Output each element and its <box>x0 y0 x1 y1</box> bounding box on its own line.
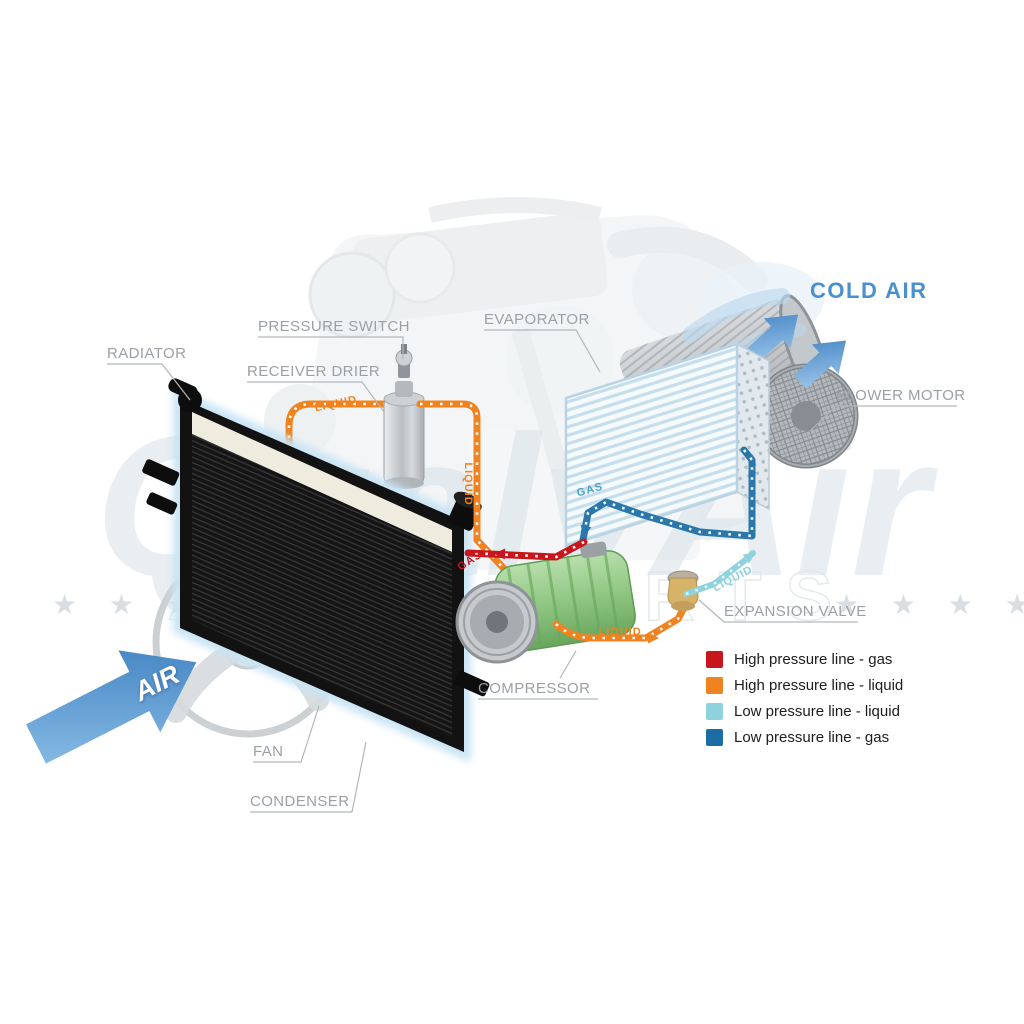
leader-compressor <box>478 650 598 700</box>
legend-item-low-pressure-gas: Low pressure line - gas <box>706 729 903 746</box>
label-fan: FAN <box>253 743 284 760</box>
legend-swatch-high-pressure-gas <box>706 651 723 668</box>
label-pressure-switch: PRESSURE SWITCH <box>258 318 410 335</box>
legend-swatch-low-pressure-gas <box>706 729 723 746</box>
cold-air-arrow-icon <box>793 340 847 389</box>
flow-arrow-icon <box>742 552 756 564</box>
air-arrow <box>26 650 197 764</box>
label-expansion-valve: EXPANSION VALVE <box>724 603 867 620</box>
label-radiator: RADIATOR <box>107 345 187 362</box>
flow-label-liquid-drier-down: LIQUID <box>462 462 474 506</box>
condenser-bracket <box>146 492 178 515</box>
flow-arrow-icon <box>494 548 506 560</box>
legend-item-high-pressure-gas: High pressure line - gas <box>706 651 903 668</box>
receiver-drier-illustration <box>383 381 425 489</box>
air-arrow-icon <box>26 650 197 764</box>
label-leader-lines <box>107 329 957 813</box>
pipe-high-pressure-gas <box>464 538 588 561</box>
expansion-valve-illustration <box>667 570 699 611</box>
legend-label-high-pressure-liquid: High pressure line - liquid <box>734 677 904 694</box>
cold-air-arrows <box>745 314 847 389</box>
cold-air-arrow-icon <box>745 314 799 363</box>
pipe-high-pressure-liquid-a <box>285 400 390 472</box>
legend-label-low-pressure-gas: Low pressure line - gas <box>734 729 890 746</box>
leader-radiator <box>107 363 191 401</box>
leader-pressure-switch <box>258 336 404 359</box>
label-receiver-drier: RECEIVER DRIER <box>247 363 381 380</box>
condenser-bracket <box>142 459 180 486</box>
label-condenser: CONDENSER <box>250 793 350 810</box>
flow-arrow-icon <box>580 524 592 537</box>
legend-swatch-low-pressure-liquid <box>706 703 723 720</box>
flow-label-liquid-to-expansion-valve: LIQUID <box>598 626 642 638</box>
label-evaporator: EVAPORATOR <box>484 311 590 328</box>
condenser-bracket <box>454 670 490 697</box>
legend-label-low-pressure-liquid: Low pressure line - liquid <box>734 703 900 720</box>
evaporator-illustration <box>564 342 770 548</box>
label-blower-motor: BLOWER MOTOR <box>836 387 966 404</box>
flow-arrow-icon <box>648 632 659 644</box>
leader-condenser <box>250 741 367 813</box>
leader-evaporator <box>484 329 601 373</box>
leader-fan <box>253 705 320 763</box>
pipe-low-pressure-gas <box>579 446 756 544</box>
legend-item-low-pressure-liquid: Low pressure line - liquid <box>706 703 903 720</box>
pipe-high-pressure-liquid-b1 <box>416 400 560 628</box>
legend: High pressure line - gas High pressure l… <box>706 651 903 746</box>
legend-item-high-pressure-liquid: High pressure line - liquid <box>706 677 903 694</box>
pipe-high-pressure-liquid-b2 <box>552 600 690 644</box>
label-cold-air: COLD AIR <box>810 278 928 303</box>
legend-swatch-high-pressure-liquid <box>706 677 723 694</box>
pipe-low-pressure-liquid <box>683 550 756 597</box>
watermark-stars-right: ★ ★ ★ ★ <box>834 589 1024 620</box>
pressure-switch-illustration <box>395 344 413 378</box>
legend-label-high-pressure-gas: High pressure line - gas <box>734 651 893 668</box>
compressor-illustration <box>455 541 636 664</box>
leader-expansion-valve <box>698 599 858 623</box>
label-compressor: COMPRESSOR <box>478 680 591 697</box>
condenser-illustration <box>142 378 490 763</box>
leader-blower-motor <box>809 405 957 432</box>
leader-receiver-drier <box>247 381 385 413</box>
